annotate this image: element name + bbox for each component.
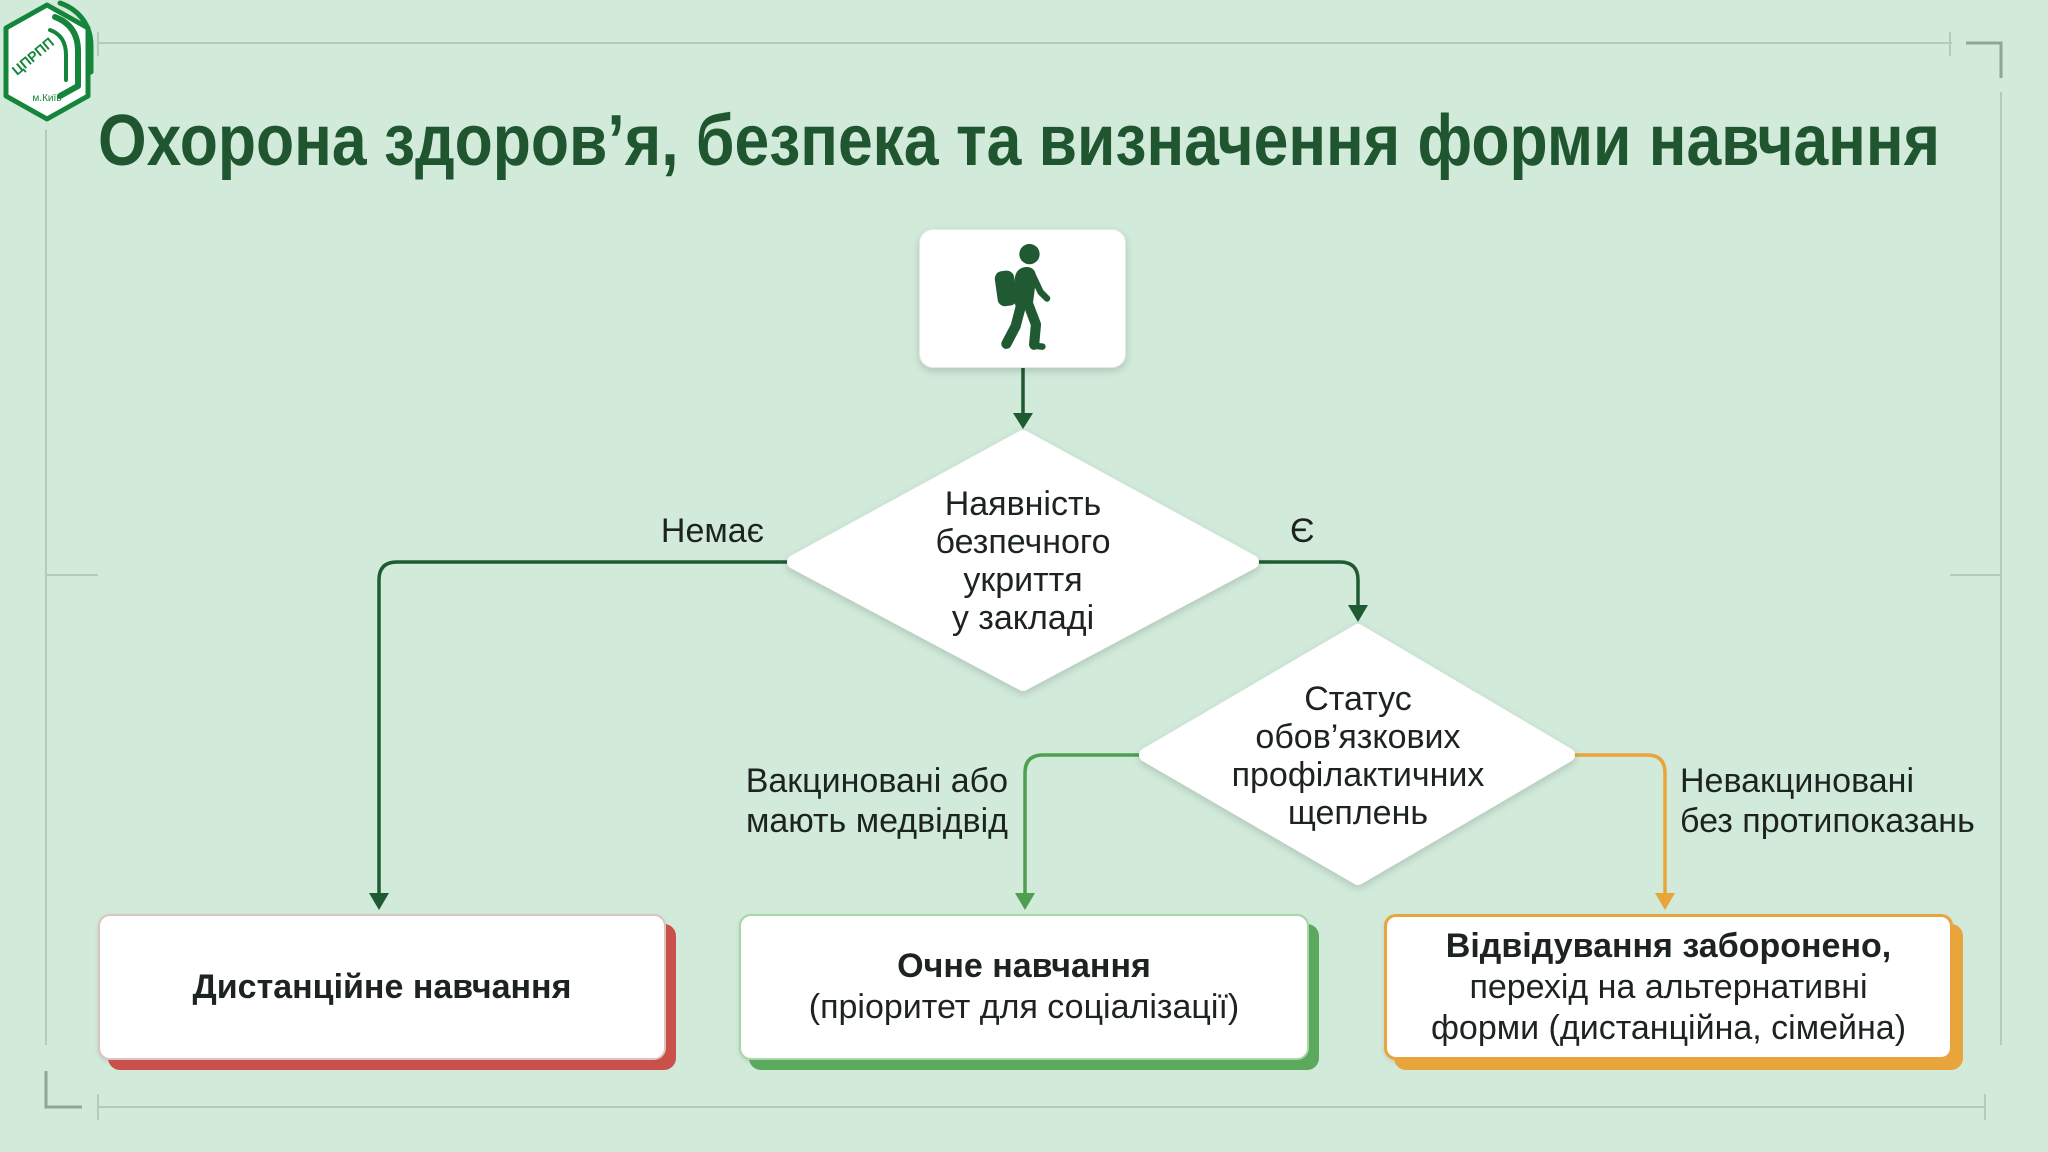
branch-label-no-shelter: Немає — [660, 512, 764, 550]
decision-shelter-text: Наявність безпечного укриття у закладі — [873, 485, 1173, 637]
connectors — [369, 368, 1675, 910]
arrow-has-shelter-line — [1248, 560, 1360, 607]
outcome-title: Дистанційне навчання — [192, 967, 572, 1006]
outcome-attendance-banned: Відвідування заборонено, перехід на альт… — [1384, 914, 1953, 1060]
frame-top-right-corner — [1966, 41, 2003, 78]
outcome-detail-line: форми (дистанційна, сімейна) — [1430, 1008, 1907, 1047]
arrow-unvaccinated-head — [1655, 893, 1675, 910]
decision-text-line: обов’язкових — [1255, 718, 1461, 756]
branch-label-line: Невакциновані — [1680, 762, 1914, 800]
arrow-unvaccinated-line — [1565, 753, 1667, 895]
decision-text-line: укриття — [963, 561, 1083, 599]
branch-label-has-shelter: Є — [1290, 512, 1315, 550]
decision-vaccination-shape — [1139, 624, 1575, 885]
start-node — [919, 229, 1126, 368]
student-front-leg — [1022, 299, 1041, 350]
branch-label-line: Вакциновані або — [745, 762, 1008, 800]
decision-shelter-shape — [787, 430, 1259, 691]
logo-stripe-middle — [48, 28, 68, 82]
arrow-has-shelter-head — [1348, 605, 1368, 622]
arrow-start-to-shelter-head — [1013, 413, 1033, 429]
student-head — [1018, 243, 1040, 265]
outcome-detail-line: (пріоритет для соціалізації) — [808, 988, 1240, 1026]
branch-label-line: без протипоказань — [1680, 802, 1975, 840]
branch-label-unvaccinated: Невакциновані без протипоказань — [1680, 761, 2020, 841]
decision-text-line: у закладі — [951, 599, 1095, 637]
student-foot — [1030, 342, 1046, 350]
outcome-title: Відвідування заборонено, — [1445, 926, 1892, 965]
branch-label-vaccinated: Вакциновані або мають медвідвід — [690, 761, 1008, 841]
decision-text-line: безпечного — [935, 523, 1111, 561]
organization-logo: ЦПРПП м.Київ — [3, 0, 94, 122]
decision-vaccination-text: Статус обов’язкових профілактичних щепле… — [1208, 680, 1508, 832]
page-title: Охорона здоров’я, безпека та визначення … — [98, 101, 1940, 181]
student-backpack — [994, 270, 1017, 307]
walking-student-icon — [994, 243, 1050, 350]
logo-stripe-outer — [57, 0, 94, 75]
page-title-wrap: Охорона здоров’я, безпека та визначення … — [98, 98, 1940, 184]
arrow-vaccinated-line — [1023, 753, 1150, 895]
student-back-leg — [1000, 299, 1026, 349]
outcome-detail-line: перехід на альтернативні — [1469, 967, 1868, 1006]
outcome-title: Очне навчання — [897, 947, 1151, 985]
logo-city-text: м.Київ — [32, 93, 61, 104]
student-arm — [1029, 273, 1050, 302]
outcome-remote-learning: Дистанційне навчання — [98, 914, 666, 1060]
logo-stripe-inner — [52, 14, 81, 99]
arrow-no-shelter-head — [369, 893, 389, 910]
decision-text-line: Статус — [1304, 680, 1412, 718]
branch-label-line: мають медвідвід — [745, 802, 1008, 840]
arrow-no-shelter-line — [377, 560, 800, 895]
frame-bottom-left-corner — [44, 1071, 82, 1109]
arrow-vaccinated-head — [1015, 893, 1035, 910]
page-frame — [44, 32, 2003, 1120]
outcome-in-person-learning: Очне навчання (пріоритет для соціалізаці… — [739, 914, 1309, 1060]
decision-text-line: профілактичних — [1231, 756, 1485, 794]
decision-text-line: Наявність — [944, 485, 1102, 523]
decision-text-line: щеплень — [1287, 794, 1429, 832]
